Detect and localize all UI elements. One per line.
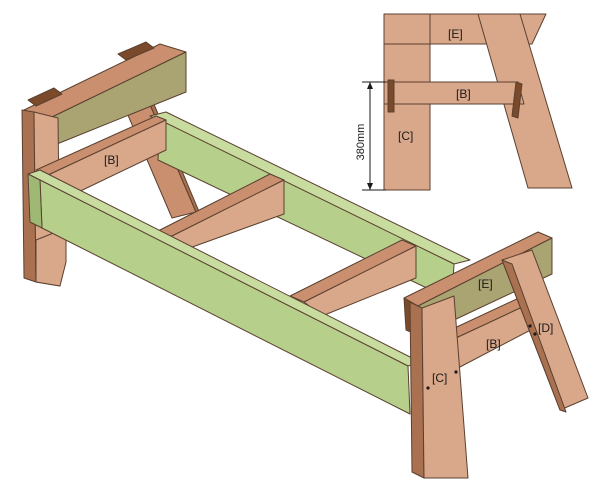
screw-marks: [426, 324, 537, 390]
front-rear-leg-side: [501, 259, 567, 413]
label-b-back: [B]: [104, 153, 119, 167]
inset-crossbrace: [383, 81, 525, 105]
front-front-leg-face: [421, 295, 469, 479]
inset-block-left: [387, 79, 395, 113]
label-b-inset: [B]: [456, 87, 471, 101]
cross-braces: [35, 115, 417, 317]
label-b-front: [B]: [486, 337, 501, 351]
label-c-front: [C]: [432, 371, 447, 385]
back-top-block-2: [117, 41, 155, 61]
back-top-block-1: [27, 87, 63, 107]
label-d-front: [D]: [538, 321, 553, 335]
label-dimension: 380mm: [355, 124, 367, 161]
front-end-frame: [403, 231, 589, 479]
near-rail-end: [27, 173, 43, 229]
inset-rear-leg: [477, 13, 573, 189]
label-e-front: [E]: [478, 277, 493, 291]
label-c-inset: [C]: [398, 129, 413, 143]
inset-front-leg: [383, 43, 431, 191]
inset-block-right: [511, 81, 523, 119]
label-e-inset: [E]: [448, 27, 463, 41]
inset-detail: [362, 13, 573, 191]
